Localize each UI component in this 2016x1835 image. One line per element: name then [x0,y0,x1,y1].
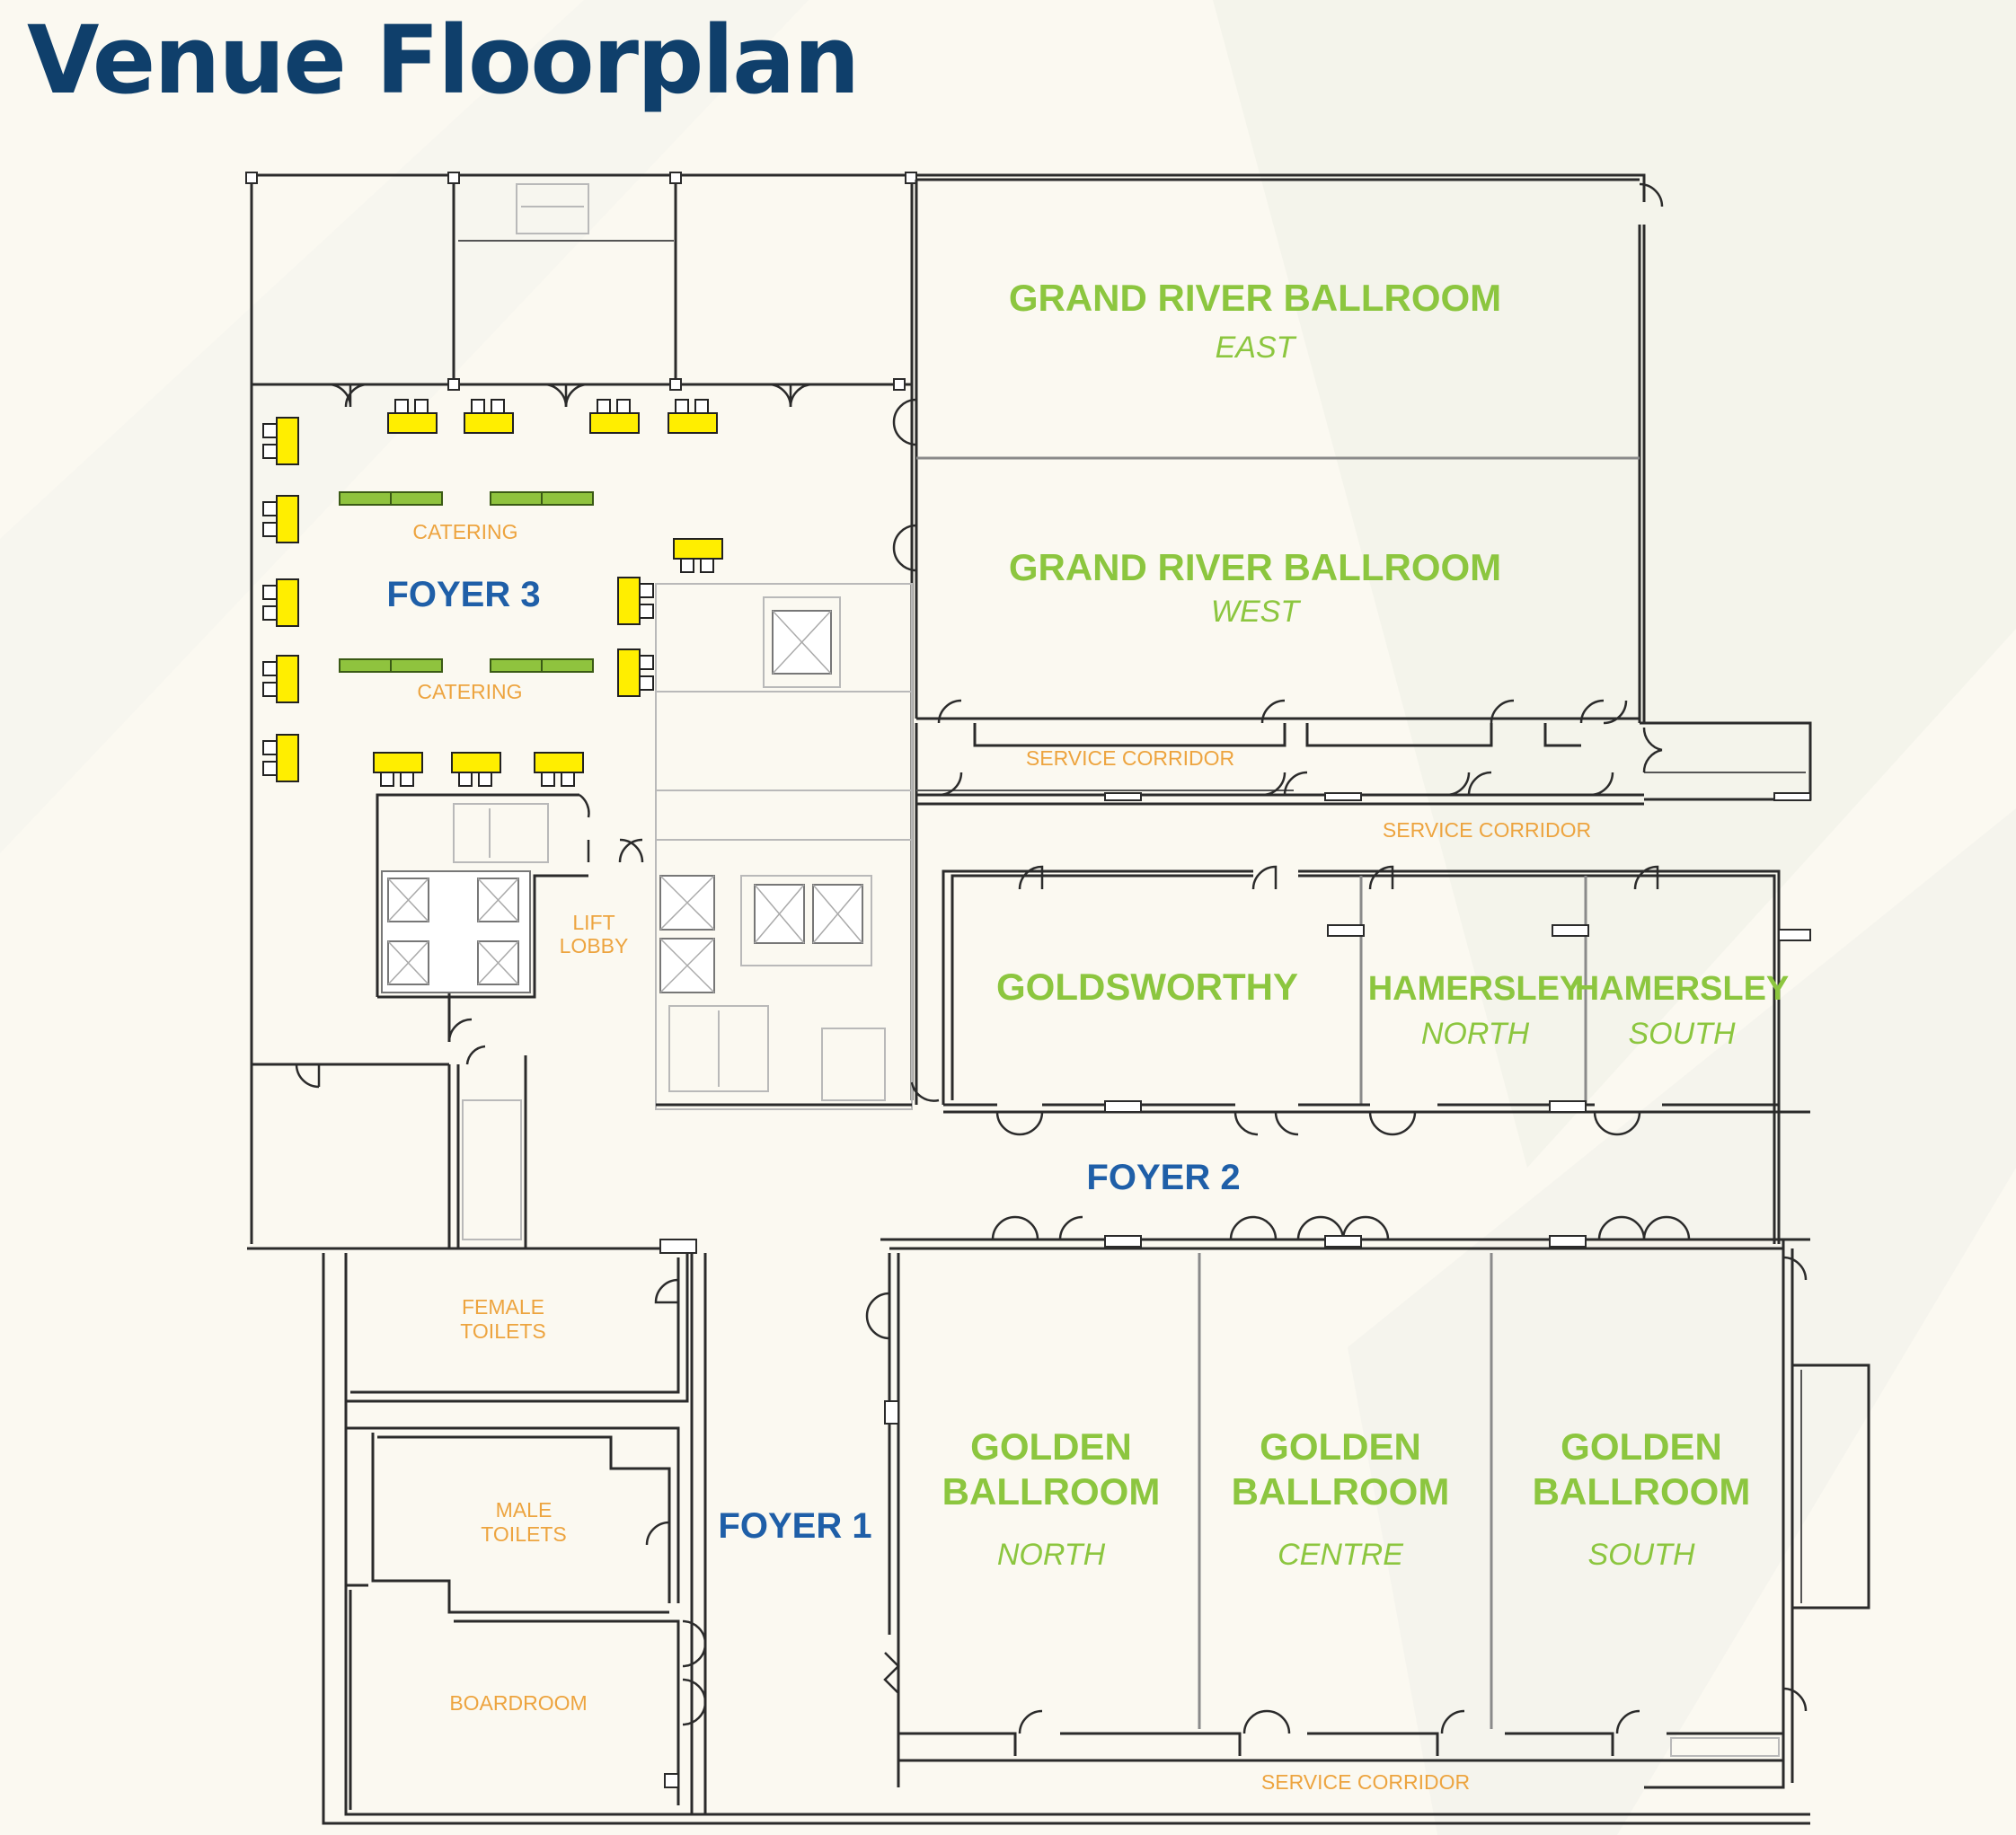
lift-icon [387,878,519,985]
catering-label-bottom: CATERING [417,680,522,703]
golden-ballroom [865,1215,1810,1787]
grand-river-ballroom [892,180,1664,720]
foyer-2-label[interactable]: FOYER 2 [1086,1158,1240,1197]
room-grand-river-east-sub: EAST [1216,331,1297,365]
service-corridor-label-1: SERVICE CORRIDOR [1026,746,1234,770]
north-service-rooms [245,172,917,408]
room-grand-river-west-sub: WEST [1211,595,1301,629]
toilets-boardroom [346,1239,707,1814]
female-toilets-label-line2: TOILETS [460,1319,545,1343]
lift-lobby-label-line1: LIFT [572,911,615,934]
lift-lobby-label-line2: LOBBY [560,934,629,957]
male-toilets-label-line1: MALE [496,1498,553,1522]
foyer-1-label[interactable]: FOYER 1 [718,1506,871,1546]
catering-label-top: CATERING [412,520,517,543]
room-golden-south-sub: SOUTH [1588,1538,1695,1572]
foyer-3-label[interactable]: FOYER 3 [386,575,540,614]
service-corridor-label-2: SERVICE CORRIDOR [1383,818,1591,842]
service-corridors [915,699,1811,1105]
catering-tables [339,491,594,673]
room-hamersley-south-sub: SOUTH [1629,1017,1736,1051]
room-golden-north-line2[interactable]: BALLROOM [942,1470,1161,1513]
room-grand-river-west[interactable]: GRAND RIVER BALLROOM [1009,546,1501,588]
room-golden-centre-line1[interactable]: GOLDEN [1260,1425,1421,1468]
male-toilets-label-line2: TOILETS [481,1522,566,1546]
room-golden-south-line2[interactable]: BALLROOM [1533,1470,1751,1513]
room-hamersley-north-sub: NORTH [1421,1017,1530,1051]
boardroom-label: BOARDROOM [449,1691,587,1715]
female-toilets-label-line1: FEMALE [462,1295,544,1319]
room-golden-centre-line2[interactable]: BALLROOM [1232,1470,1450,1513]
room-hamersley-south[interactable]: HAMERSLEY [1575,970,1790,1008]
page-title: Venue Floorplan [27,5,860,115]
room-golden-south-line1[interactable]: GOLDEN [1561,1425,1722,1468]
room-hamersley-north[interactable]: HAMERSLEY [1368,970,1583,1008]
goldsworthy-hamersley-rooms [942,865,1811,1244]
service-corridor-label-3: SERVICE CORRIDOR [1261,1770,1470,1794]
foyer3-tables [262,399,723,787]
room-goldsworthy[interactable]: GOLDSWORTHY [996,966,1298,1008]
room-grand-river-east[interactable]: GRAND RIVER BALLROOM [1009,277,1501,319]
outer-walls [247,173,1870,1825]
foyer3-west-rooms [252,793,644,1248]
room-golden-centre-sub: CENTRE [1278,1538,1403,1572]
room-golden-north-line1[interactable]: GOLDEN [970,1425,1132,1468]
central-service-core [655,583,940,1110]
room-golden-north-sub: NORTH [997,1538,1106,1572]
